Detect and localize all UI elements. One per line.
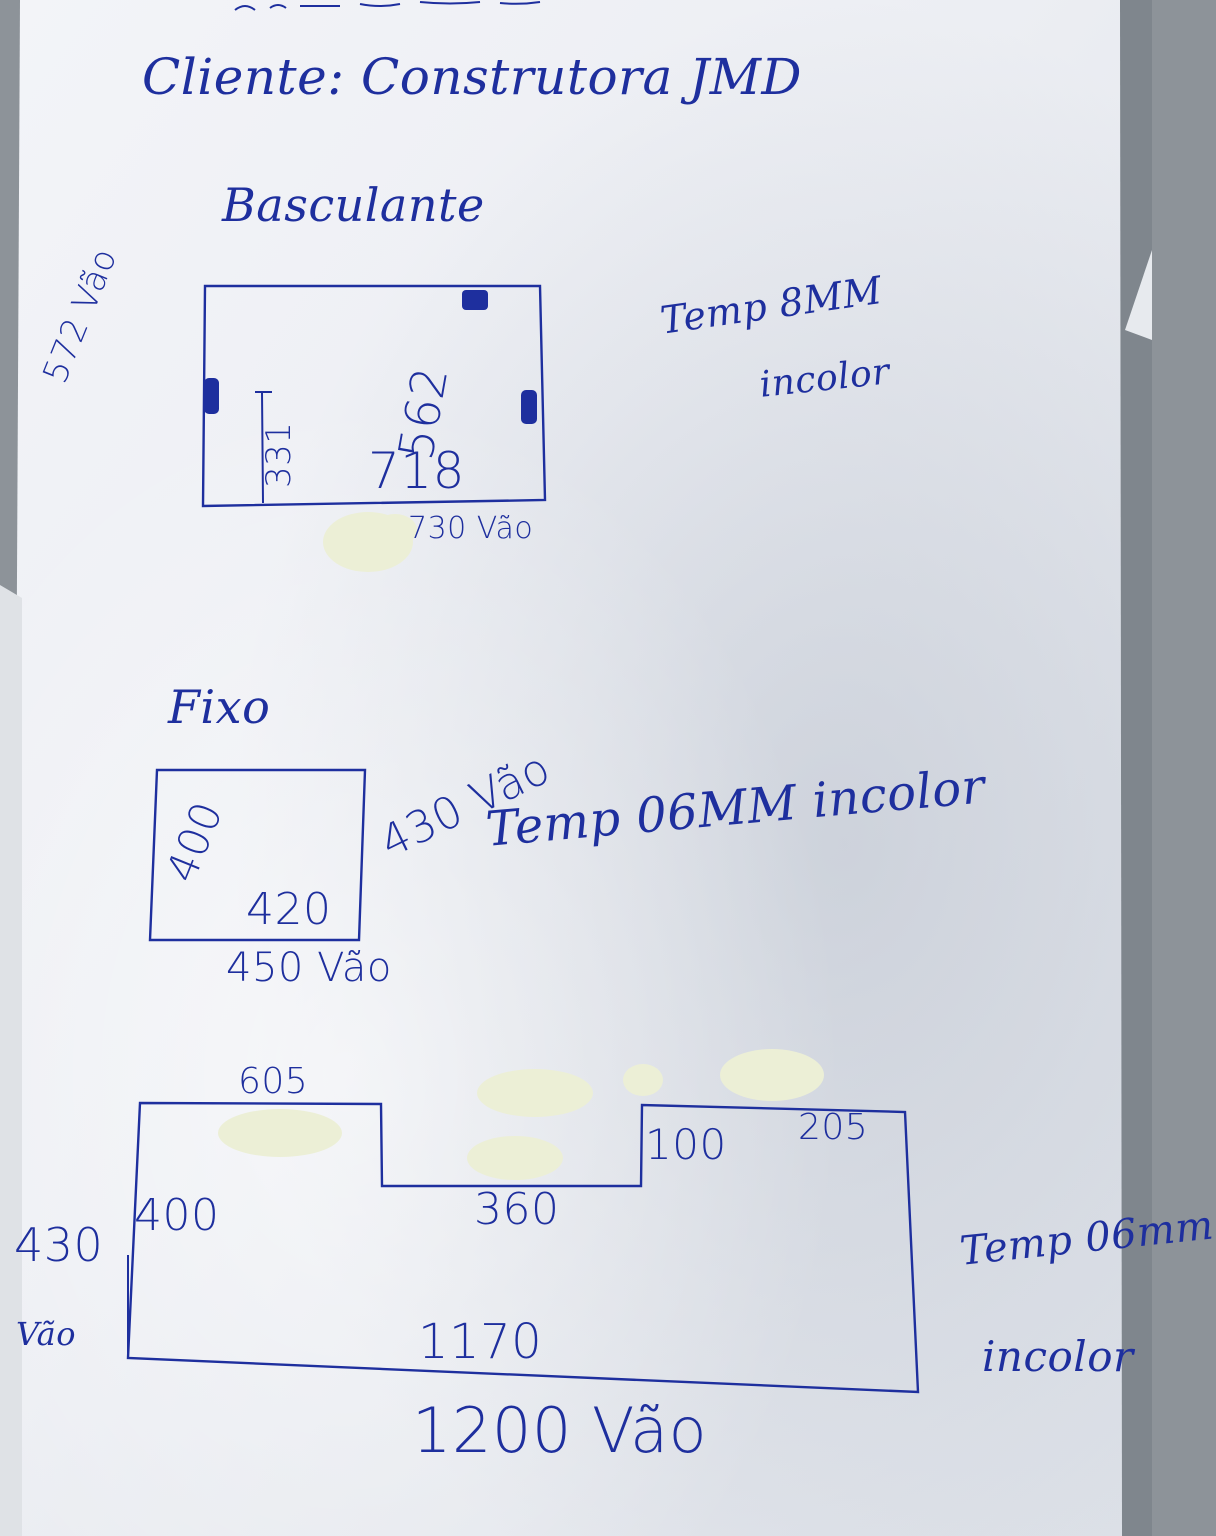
- fixo-width-inner: 420: [246, 884, 332, 935]
- correction-fluid-7: [720, 1049, 824, 1101]
- bancada-width-inner: 1170: [418, 1314, 543, 1370]
- correction-fluid-5: [467, 1136, 563, 1180]
- basculante-width-inner: 718: [368, 442, 465, 500]
- correction-fluid-6: [623, 1064, 663, 1096]
- basculante-hinge-top: [462, 290, 488, 310]
- fixo-title: Fixo: [168, 680, 271, 734]
- bancada-height-vao-number: 430: [14, 1218, 104, 1272]
- bancada-outline: [126, 1101, 920, 1394]
- bancada-glass-note-2: incolor: [982, 1332, 1134, 1381]
- basculante-hinge-right: [521, 390, 537, 424]
- basculante-title: Basculante: [222, 178, 485, 232]
- basculante-side-mark: 331: [259, 421, 299, 488]
- basculante-width-vao: 730 Vão: [408, 511, 534, 546]
- bancada-notch-width: 360: [474, 1184, 560, 1235]
- correction-fluid-4: [477, 1069, 593, 1117]
- fixo-frame: [148, 768, 367, 942]
- correction-fluid-3: [218, 1109, 342, 1157]
- fixo-width-vao: 450 Vão: [226, 945, 392, 991]
- correction-fluid-2: [373, 514, 417, 546]
- bancada-width-vao: 1200 Vão: [412, 1394, 708, 1467]
- second-sheet-corner: [1125, 250, 1152, 340]
- basculante-frame: [201, 284, 547, 508]
- bancada-top-left: 605: [238, 1061, 309, 1102]
- bancada-height-vao-label: Vão: [16, 1315, 77, 1353]
- top-scribble: [234, 1, 541, 11]
- bancada-top-right: 205: [798, 1107, 869, 1148]
- paper-left-edge: [0, 585, 22, 1536]
- paper-sheet: [0, 0, 1152, 1536]
- basculante-hinge-left: [204, 378, 219, 414]
- basculante-side-line: [255, 391, 272, 504]
- bancada-notch-depth: 100: [645, 1120, 727, 1169]
- client-line: Cliente: Construtora JMD: [142, 48, 802, 106]
- bancada-height-inner: 400: [134, 1190, 220, 1241]
